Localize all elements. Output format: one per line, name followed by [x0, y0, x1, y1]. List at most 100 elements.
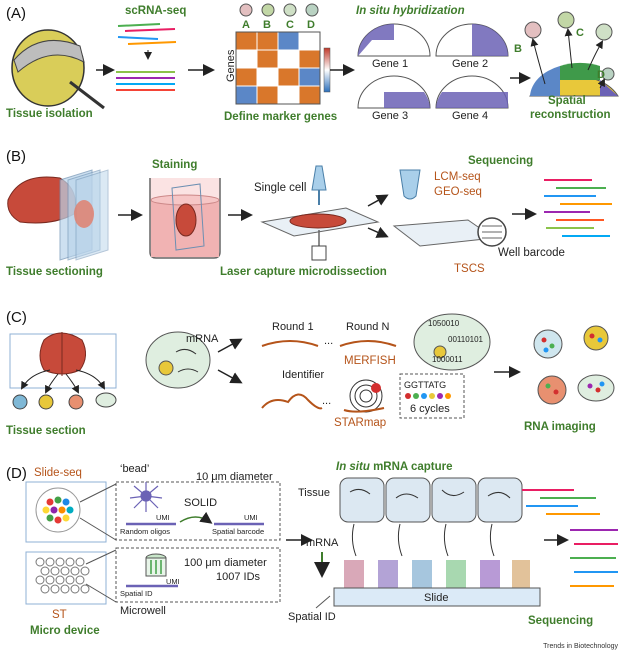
staining-label: Staining [152, 159, 197, 171]
barcode-2: 00110101 [448, 335, 484, 344]
sequencing-reads-b [544, 179, 612, 237]
tissue-isolation-label: Tissue isolation [6, 108, 93, 120]
cell-type-icons [239, 3, 319, 17]
rolling-circle [343, 379, 385, 413]
in-situ-capture-rest: mRNA capture [370, 461, 453, 473]
solid-label: SOLID [184, 497, 217, 509]
genes-axis-label: Genes [225, 49, 237, 82]
microwell-label: Microwell [120, 605, 166, 617]
arrow-b3 [367, 194, 389, 207]
umi-label-3: UMI [166, 577, 180, 586]
tissue-label-d: Tissue [298, 487, 330, 499]
ellipsis-1: ... [324, 335, 333, 347]
panel-a: (A) Tissue isolation scRNA-seq A B [6, 3, 619, 123]
tissue-cells-d [339, 477, 523, 523]
pipette-tool [69, 80, 105, 110]
panel-b: (B) Tissue sectioning Staining Single ce… [6, 148, 612, 278]
panel-d: (D) Slide-seq ‘bead’ 10 μm diameter SOLI… [6, 461, 618, 637]
st-spot-grid [35, 557, 90, 594]
heatmap-col-b: B [263, 19, 271, 31]
tube-and-plate [392, 169, 507, 247]
microwell-detail-box [115, 547, 281, 603]
recon-label-c: C [576, 27, 584, 39]
round-1-label: Round 1 [272, 321, 314, 333]
recon-label-b: B [514, 43, 522, 55]
capture-probes [344, 523, 530, 588]
cell-with-mrna [145, 331, 211, 389]
zoom-line-4 [85, 583, 117, 603]
spatial-id-pointer [315, 595, 331, 609]
panel-c-label: (C) [6, 309, 27, 326]
zoom-line-1 [79, 483, 117, 503]
reconstruction-label: reconstruction [530, 109, 611, 121]
barcode-3: 1000011 [432, 355, 463, 364]
diam-100-label: 100 μm diameter [184, 557, 267, 569]
spatial-id-small-label: Spatial ID [120, 589, 153, 598]
gseq-label: GGTTATG [404, 380, 446, 390]
slide-base [333, 587, 541, 607]
barcode-cell [413, 313, 491, 371]
micro-device-label: Micro device [30, 625, 100, 637]
marker-heatmap [235, 31, 321, 105]
bead-label: ‘bead’ [120, 463, 149, 475]
dish-lid [13, 39, 85, 73]
heatmap-col-a: A [242, 19, 250, 31]
starmap-label: STARmap [334, 417, 386, 429]
geo-seq-label: GEO-seq [434, 186, 482, 198]
tissue-section-label: Tissue section [6, 425, 86, 437]
tissue-slices [7, 169, 109, 261]
gene-2-label: Gene 2 [452, 58, 488, 70]
zoom-line-2 [79, 517, 117, 541]
ligation-arrow [179, 511, 213, 524]
staining-beaker [149, 178, 221, 259]
gene-1-label: Gene 1 [372, 58, 408, 70]
mrna-label-d: mRNA [306, 537, 339, 549]
slide-seq-label: Slide-seq [34, 467, 82, 479]
panel-c: (C) Tissue section mRNA Round 1 ... Roun [6, 309, 615, 437]
umi-label-2: UMI [244, 513, 258, 522]
zoom-line-3 [85, 549, 117, 565]
slide-label: Slide [424, 592, 448, 604]
rna-imaging-label: RNA imaging [524, 421, 596, 433]
heatmap-border [235, 31, 321, 105]
sequencing-label-d: Sequencing [528, 615, 593, 627]
microwell-icon [126, 553, 178, 588]
sequencing-cycle-box [399, 373, 465, 419]
journal-footer: Trends in Biotechnology [543, 643, 618, 650]
round-n-label: Round N [346, 321, 389, 333]
in-situ-capture-title: In situ mRNA capture [336, 461, 453, 473]
rna-imaging-cells [533, 325, 615, 405]
spatial-barcode-label: Spatial barcode [212, 527, 264, 536]
round-1-strand [261, 340, 319, 347]
merfish-label: MERFISH [344, 355, 396, 367]
umi-label-1: UMI [156, 513, 170, 522]
bead-cluster [35, 487, 81, 533]
lcm-seq-label: LCM-seq [434, 171, 481, 183]
arrow-b4 [367, 226, 389, 238]
laser-microscope [260, 165, 380, 261]
heatmap-col-d: D [307, 19, 315, 31]
reconstruction-dome [524, 11, 619, 97]
laser-capture-label: Laser capture microdissection [220, 266, 387, 278]
well-barcode-label: Well barcode [498, 247, 565, 259]
spatial-label: Spatial [548, 95, 586, 107]
define-marker-genes-label: Define marker genes [224, 111, 337, 123]
identifier-strand [261, 393, 323, 410]
recon-label-d: D [597, 69, 605, 81]
scrna-seq-label: scRNA-seq [125, 5, 186, 17]
arrow-c2 [217, 369, 243, 384]
tscs-label: TSCS [454, 263, 485, 275]
cycle-dots [405, 393, 451, 399]
diam-10-label: 10 μm diameter [196, 471, 273, 483]
single-cell-label: Single cell [254, 182, 306, 194]
gene-3-label: Gene 3 [372, 110, 408, 122]
in-situ-title: In situ hybridization [356, 5, 465, 17]
gene-4-label: Gene 4 [452, 110, 488, 122]
heatmap-col-c: C [286, 19, 294, 31]
sequencing-label-b: Sequencing [468, 155, 533, 167]
tissue-sectioning-label: Tissue sectioning [6, 266, 103, 278]
st-label: ST [52, 609, 67, 621]
panel-d-label: (D) [6, 465, 27, 482]
ids-1007-label: 1007 IDs [216, 571, 261, 583]
